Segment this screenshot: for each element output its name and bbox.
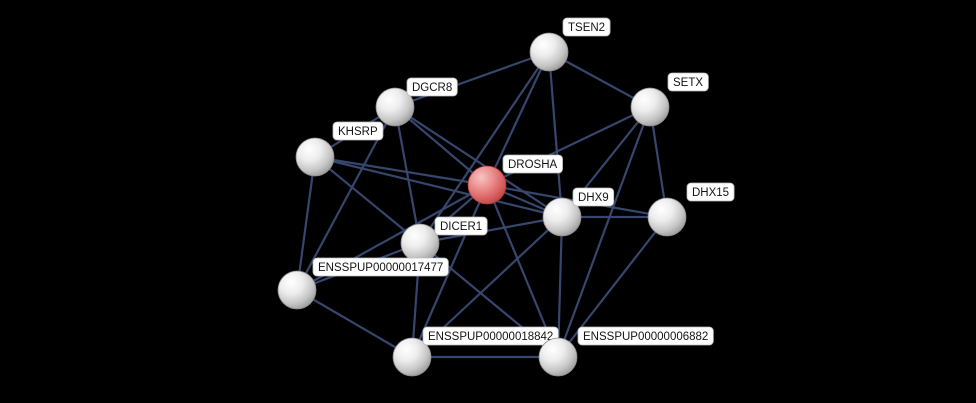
node-label-pill bbox=[434, 216, 488, 236]
protein-sphere[interactable] bbox=[467, 165, 507, 205]
node-label: SETX bbox=[673, 77, 703, 89]
protein-sphere[interactable] bbox=[295, 137, 335, 177]
node-ENSSPUP00000006882[interactable]: ENSSPUP00000006882 bbox=[538, 326, 714, 377]
node-label: ENSSPUP00000006882 bbox=[583, 331, 708, 343]
edge-KHSRP-DHX9[interactable] bbox=[313, 155, 564, 219]
node-label: DHX9 bbox=[578, 192, 609, 204]
node-label-pill bbox=[572, 187, 615, 207]
node-DHX15[interactable]: DHX15 bbox=[647, 182, 735, 237]
node-label-pill bbox=[332, 121, 384, 141]
node-label: DGCR8 bbox=[412, 82, 452, 94]
node-label: KHSRP bbox=[338, 126, 378, 138]
node-label: DICER1 bbox=[440, 221, 482, 233]
protein-sphere[interactable] bbox=[538, 337, 578, 377]
node-label-pill bbox=[422, 326, 559, 346]
node-DICER1[interactable]: DICER1 bbox=[400, 216, 488, 263]
node-DHX9[interactable]: DHX9 bbox=[542, 187, 615, 237]
edge-TSEN2-DGCR8[interactable] bbox=[393, 50, 551, 109]
edge-KHSRP-DICER1[interactable] bbox=[313, 155, 422, 245]
edge-ENSSPUP00000017477-ENSSPUP00000018842[interactable] bbox=[295, 288, 414, 359]
protein-sphere[interactable] bbox=[400, 223, 440, 263]
edge-DGCR8-DICER1[interactable] bbox=[393, 105, 422, 245]
node-label: TSEN2 bbox=[568, 22, 605, 34]
node-label-pill bbox=[312, 257, 449, 277]
node-ENSSPUP00000017477[interactable]: ENSSPUP00000017477 bbox=[277, 257, 449, 310]
protein-sphere[interactable] bbox=[277, 270, 317, 310]
node-label: ENSSPUP00000017477 bbox=[318, 262, 443, 274]
protein-sphere[interactable] bbox=[647, 197, 687, 237]
edge-TSEN2-DHX9[interactable] bbox=[547, 50, 564, 219]
node-KHSRP[interactable]: KHSRP bbox=[295, 121, 384, 177]
node-DGCR8[interactable]: DGCR8 bbox=[375, 77, 458, 127]
edge-DHX15-ENSSPUP00000006882[interactable] bbox=[556, 215, 669, 359]
node-label-pill bbox=[577, 326, 714, 346]
node-label: DROSHA bbox=[508, 159, 558, 171]
node-label-pill bbox=[667, 72, 709, 92]
edge-DGCR8-DHX9[interactable] bbox=[393, 105, 564, 219]
protein-sphere[interactable] bbox=[630, 87, 670, 127]
edge-KHSRP-DROSHA[interactable] bbox=[313, 155, 489, 187]
node-label-pill bbox=[562, 17, 611, 37]
node-label: DHX15 bbox=[692, 187, 729, 199]
node-ENSSPUP00000018842[interactable]: ENSSPUP00000018842 bbox=[392, 326, 559, 377]
protein-sphere[interactable] bbox=[392, 337, 432, 377]
node-label: ENSSPUP00000018842 bbox=[428, 331, 553, 343]
edge-KHSRP-ENSSPUP00000017477[interactable] bbox=[295, 155, 317, 292]
node-label-pill bbox=[406, 77, 458, 97]
protein-sphere[interactable] bbox=[375, 87, 415, 127]
node-label-pill bbox=[502, 154, 563, 174]
edge-SETX-ENSSPUP00000006882[interactable] bbox=[556, 105, 652, 359]
node-DROSHA[interactable]: DROSHA bbox=[467, 154, 563, 205]
edge-TSEN2-DROSHA[interactable] bbox=[485, 50, 551, 187]
protein-sphere[interactable] bbox=[529, 32, 569, 72]
protein-sphere[interactable] bbox=[542, 197, 582, 237]
node-label-pill bbox=[686, 182, 735, 202]
edge-DHX9-DICER1[interactable] bbox=[418, 215, 564, 245]
edge-DGCR8-DROSHA[interactable] bbox=[393, 105, 489, 187]
node-SETX[interactable]: SETX bbox=[630, 72, 709, 127]
node-TSEN2[interactable]: TSEN2 bbox=[529, 17, 611, 72]
